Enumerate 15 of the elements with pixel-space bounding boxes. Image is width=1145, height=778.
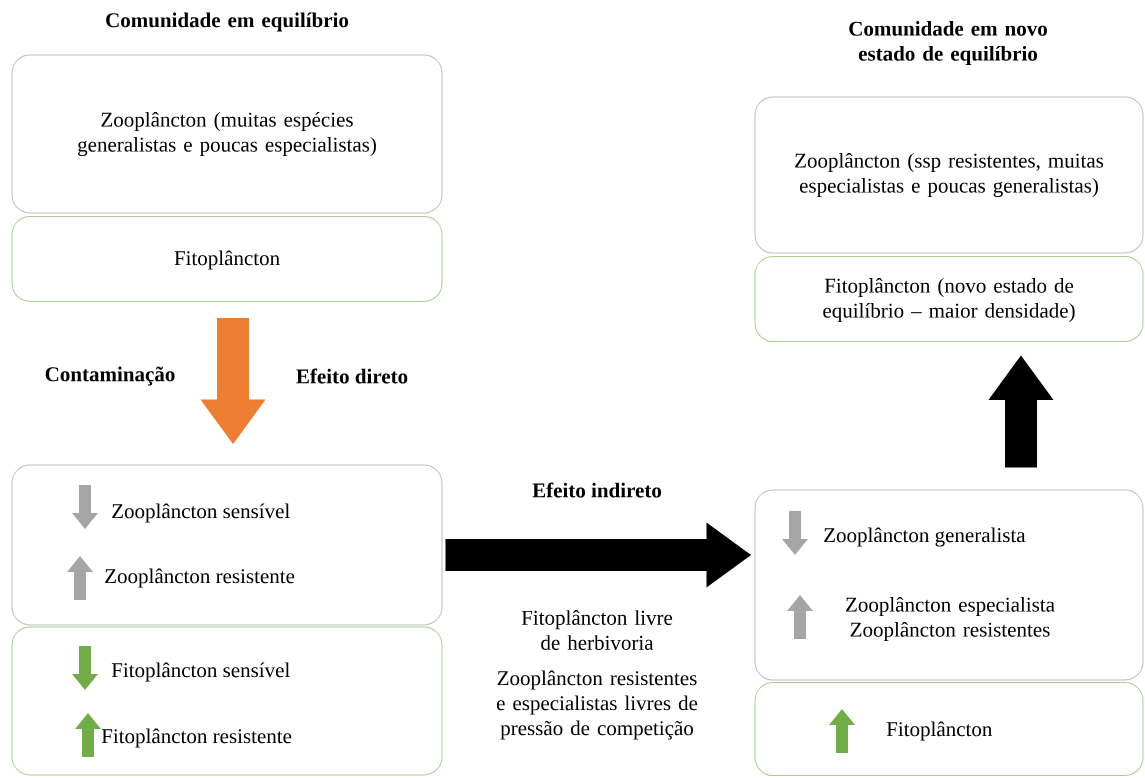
text-box: Fitoplâncton sensível Fitoplâncton resistente bbox=[11, 626, 443, 776]
edge-label: Efeito direto bbox=[296, 368, 408, 384]
text-box: Fitoplâncton (novo estado de equilíbrio – maior densidade) bbox=[754, 256, 1144, 342]
text-box: Fitoplâncton bbox=[11, 216, 443, 302]
text-box: Fitoplâncton bbox=[754, 682, 1144, 776]
edge-label: Efeito indireto bbox=[532, 482, 662, 498]
arrow-label: Contaminação bbox=[45, 366, 175, 386]
heading: Comunidade em novo estado de equilíbrio bbox=[849, 21, 1047, 65]
text-box: Zooplâncton (muitas espécies generalistas e poucas especialistas) bbox=[11, 54, 443, 214]
note: Zooplâncton resistentes e especialistas livres de pressão de competição bbox=[496, 670, 698, 740]
heading: Comunidade em equilíbrio bbox=[106, 12, 349, 32]
note: Fitoplâncton livre de herbivoria bbox=[521, 610, 673, 650]
text-box: Zooplâncton (ssp resistentes, muitas especialistas e poucas generalistas) bbox=[754, 96, 1144, 254]
text-box: Zooplâncton generalista Zooplâncton especialista Zooplâncton resistentes bbox=[754, 489, 1144, 681]
text-box: Zooplâncton sensível Zooplâncton resistente bbox=[11, 464, 443, 626]
